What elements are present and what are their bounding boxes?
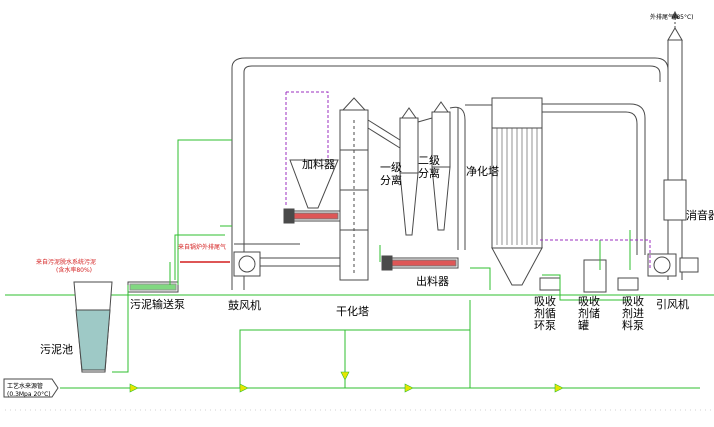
flow-arrows [129,371,564,393]
sludge-pool [73,281,113,373]
feeder-label: 加料器 [302,158,335,171]
separator-2-label-bottom: 分离 [418,167,440,180]
exhaust-temperature-label: 外排尾气(85°C) [650,14,694,21]
induced-fan-label: 引风机 [656,298,689,311]
feeder-hopper [283,159,341,224]
connecting-ducts [367,104,492,250]
signal-lines [285,91,651,270]
cooling-water-source [3,378,59,398]
sludge-source-label: 来自污泥脱水系统污泥 [36,259,97,266]
cooling-water-sub-label: (0.3Mpa 20°C) [7,391,51,398]
boiler-gas-label: 来自锅炉外排尾气 [178,244,227,251]
absorber-feed-pump-label: 吸收剂进料泵 [622,295,644,332]
separator-1-label-top: 一级 [380,161,402,174]
separator-1-label-bottom: 分离 [380,174,402,187]
separator-2-label-top: 二级 [418,154,440,167]
sludge-pool-label: 污泥池 [40,343,73,356]
discharger [381,255,459,271]
purifier-fan-duct [542,103,646,255]
purifier-tower [491,97,543,286]
cooling-water-label: 工艺水来源管 [7,383,44,390]
absorber-pump-label: 吸收剂循环泵 [534,295,556,332]
separator-1 [399,107,419,236]
blower [233,243,340,277]
separator-2 [431,101,451,231]
silencer-label: 消音器 [686,209,714,222]
sludge-source-sub-label: (含水率80%) [56,267,93,274]
absorbent-equipment [539,259,639,293]
induced-fan [647,253,699,277]
purifier-label: 净化塔 [466,165,499,178]
water-lines [60,139,700,389]
absorber-tank-label: 吸收剂储罐 [578,295,600,332]
sludge-pump-label: 污泥输送泵 [130,298,185,311]
blower-label: 鼓风机 [228,299,261,312]
discharger-label: 出料器 [416,275,449,288]
exhaust-stack [663,10,687,280]
dryer-tower [339,97,369,281]
top-duct [231,57,669,290]
dryer-label: 干化塔 [336,305,369,318]
